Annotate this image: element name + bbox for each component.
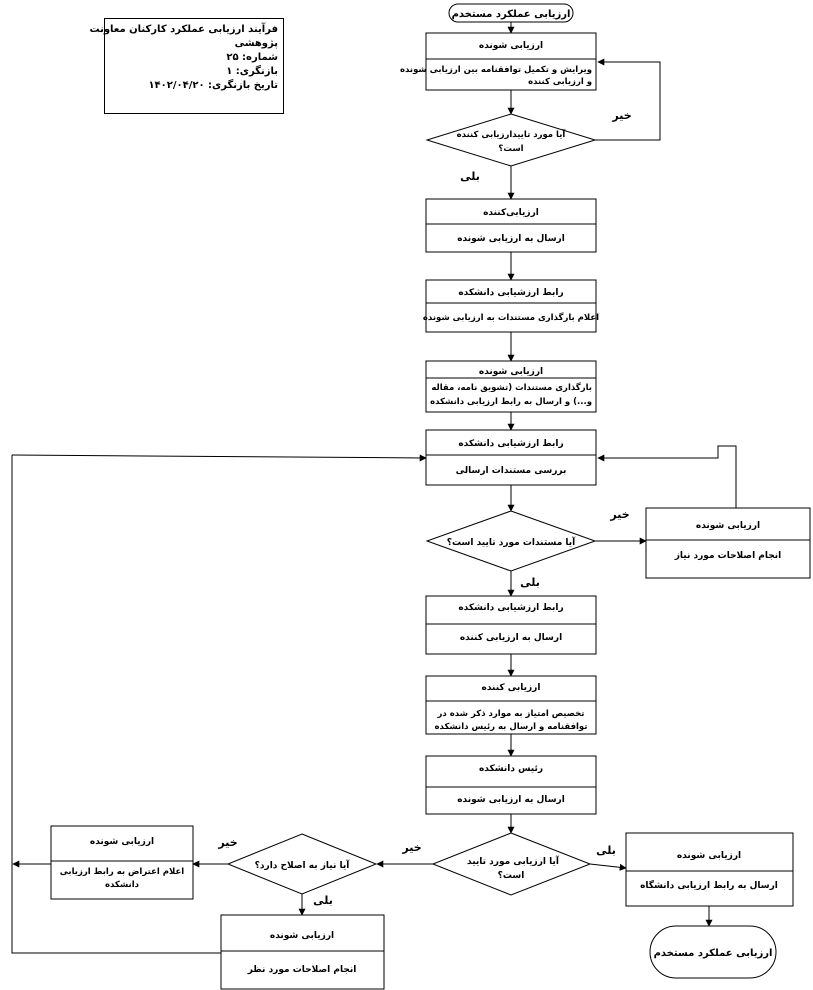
decision3-yes-label: بلی <box>596 844 616 857</box>
box3-task: اعلام بارگذاری مستندات به ارزیابی شونده <box>423 312 599 323</box>
decision1-yes-label: بلی <box>460 170 480 183</box>
process-title-cont: پژوهشی <box>234 38 278 49</box>
decision3-line2: است؟ <box>498 871 525 881</box>
decision4-text: آیا نیاز به اصلاح دارد؟ <box>255 859 351 871</box>
connectors <box>11 22 737 954</box>
box2-task: ارسال به ارزیابی شونده <box>457 234 565 244</box>
box8-role: ارزیابی کننده <box>482 683 541 693</box>
decision-2: آیا مستندات مورد تایید است؟ <box>425 510 597 572</box>
connector-b12-loop-left <box>11 455 221 954</box>
process-box-9: رئیس دانشکده ارسال به ارزیابی شونده <box>425 755 597 815</box>
decision-4: آیا نیاز به اصلاح دارد؟ <box>226 833 378 895</box>
box8-task-line1: تخصیص امتیاز به موارد ذکر شده در <box>437 709 585 719</box>
process-revision-date: تاریخ بازنگری: ۱۴۰۲/۰۴/۲۰ <box>148 80 278 91</box>
box9-role: رئیس دانشکده <box>479 764 543 774</box>
box12-role: ارزیابی شونده <box>270 931 334 941</box>
box7-task: ارسال به ارزیابی کننده <box>460 633 562 643</box>
process-info-box: فرآیند ارزیابی عملکرد کارکنان معاونت پژو… <box>89 18 284 114</box>
start-label: ارزیابی عملکرد مستخدم <box>452 9 571 20</box>
process-revision: بازنگری: ۱ <box>226 66 278 77</box>
process-box-6: ارزیابی شونده انجام اصلاحات مورد نیاز <box>645 507 811 579</box>
box4-task-line1: بارگذاری مستندات (تشویق نامه، مقاله <box>431 382 592 393</box>
box11-task-line1: اعلام اعتراض به رابط ارزیابی <box>60 867 184 877</box>
decision1-line1: آیا مورد تاییدارزیابی کننده <box>457 128 567 140</box>
process-box-5: رابط ارزشیابی دانشکده بررسی مستندات ارسا… <box>425 429 597 486</box>
connector-d3-b10 <box>589 863 627 871</box>
decision1-line2: است؟ <box>498 144 523 154</box>
end-label: ارزیابی عملکرد مستخدم <box>654 948 773 959</box>
decision3-no-label: خیر <box>401 841 421 854</box>
connector-loop-top <box>11 454 427 462</box>
process-box-2: ارزیابی‌کننده ارسال به ارزیابی شونده <box>425 198 597 253</box>
end-terminal: ارزیابی عملکرد مستخدم <box>649 925 777 979</box>
box3-role: رابط ارزشیابی دانشکده <box>458 288 563 298</box>
box4-role: ارزیابی شونده <box>479 367 543 377</box>
box2-role: ارزیابی‌کننده <box>483 208 539 218</box>
box10-role: ارزیابی شونده <box>677 851 741 861</box>
process-box-12: ارزیابی شونده انجام اصلاحات مورد نظر <box>220 914 385 990</box>
process-title: فرآیند ارزیابی عملکرد کارکنان معاونت <box>89 24 278 35</box>
decision-3: آیا ارزیابی مورد تایید است؟ <box>431 832 592 896</box>
box11-role: ارزیابی شونده <box>90 837 154 847</box>
start-terminal: ارزیابی عملکرد مستخدم <box>448 3 574 23</box>
box9-task: ارسال به ارزیابی شونده <box>457 795 565 805</box>
box7-role: رابط ارزشیابی دانشکده <box>458 603 563 613</box>
box11-task-line2: دانشکده <box>105 880 140 890</box>
decision2-yes-label: بلی <box>520 576 540 589</box>
box6-task: انجام اصلاحات مورد نیاز <box>674 551 781 561</box>
process-box-11: ارزیابی شونده اعلام اعتراض به رابط ارزیا… <box>50 825 194 900</box>
process-number: شماره: ۲۵ <box>226 52 278 63</box>
process-box-3: رابط ارزشیابی دانشکده اعلام بارگذاری مست… <box>423 279 599 333</box>
box8-task-line2: توافقنامه و ارسال به رئیس دانشکده <box>435 722 588 732</box>
process-box-8: ارزیابی کننده تخصیص امتیاز به موارد ذکر … <box>425 675 597 735</box>
box1-task-line1: ویرایش و تکمیل توافقنامه بین ارزیابی شون… <box>400 65 592 75</box>
decision4-yes-label: بلی <box>313 894 333 907</box>
process-box-1: ارزیابی شونده ویرایش و تکمیل توافقنامه ب… <box>400 32 597 91</box>
decision3-line1: آیا ارزیابی مورد تایید <box>467 855 560 867</box>
connector-b6-b5 <box>597 445 737 508</box>
decision1-no-label: خیر <box>611 109 631 122</box>
process-box-7: رابط ارزشیابی دانشکده ارسال به ارزیابی ک… <box>425 595 597 655</box>
decision-1: آیا مورد تاییدارزیابی کننده است؟ <box>425 113 597 167</box>
box5-role: رابط ارزشیابی دانشکده <box>458 439 563 449</box>
box12-task: انجام اصلاحات مورد نظر <box>247 965 357 975</box>
box6-role: ارزیابی شونده <box>696 521 760 531</box>
box5-task: بررسی مستندات ارسالی <box>456 466 567 476</box>
process-box-4: ارزیابی شونده بارگذاری مستندات (تشویق نا… <box>425 360 597 413</box>
box1-role: ارزیابی شونده <box>479 41 543 51</box>
process-box-10: ارزیابی شونده ارسال به رابط ارزیابی دانش… <box>625 832 794 907</box>
box10-task: ارسال به رابط ارزیابی دانشگاه <box>640 879 778 891</box>
decision2-text: آیا مستندات مورد تایید است؟ <box>447 536 576 548</box>
connector-d1-no-loop <box>595 58 661 141</box>
decision4-no-label: خیر <box>217 836 237 849</box>
decision2-no-label: خیر <box>609 508 629 521</box>
box1-task-line2: و ارزیابی کننده <box>528 77 592 87</box>
box4-task-line2: و...) و ارسال به رابط ارزیابی دانشکده <box>430 397 592 407</box>
